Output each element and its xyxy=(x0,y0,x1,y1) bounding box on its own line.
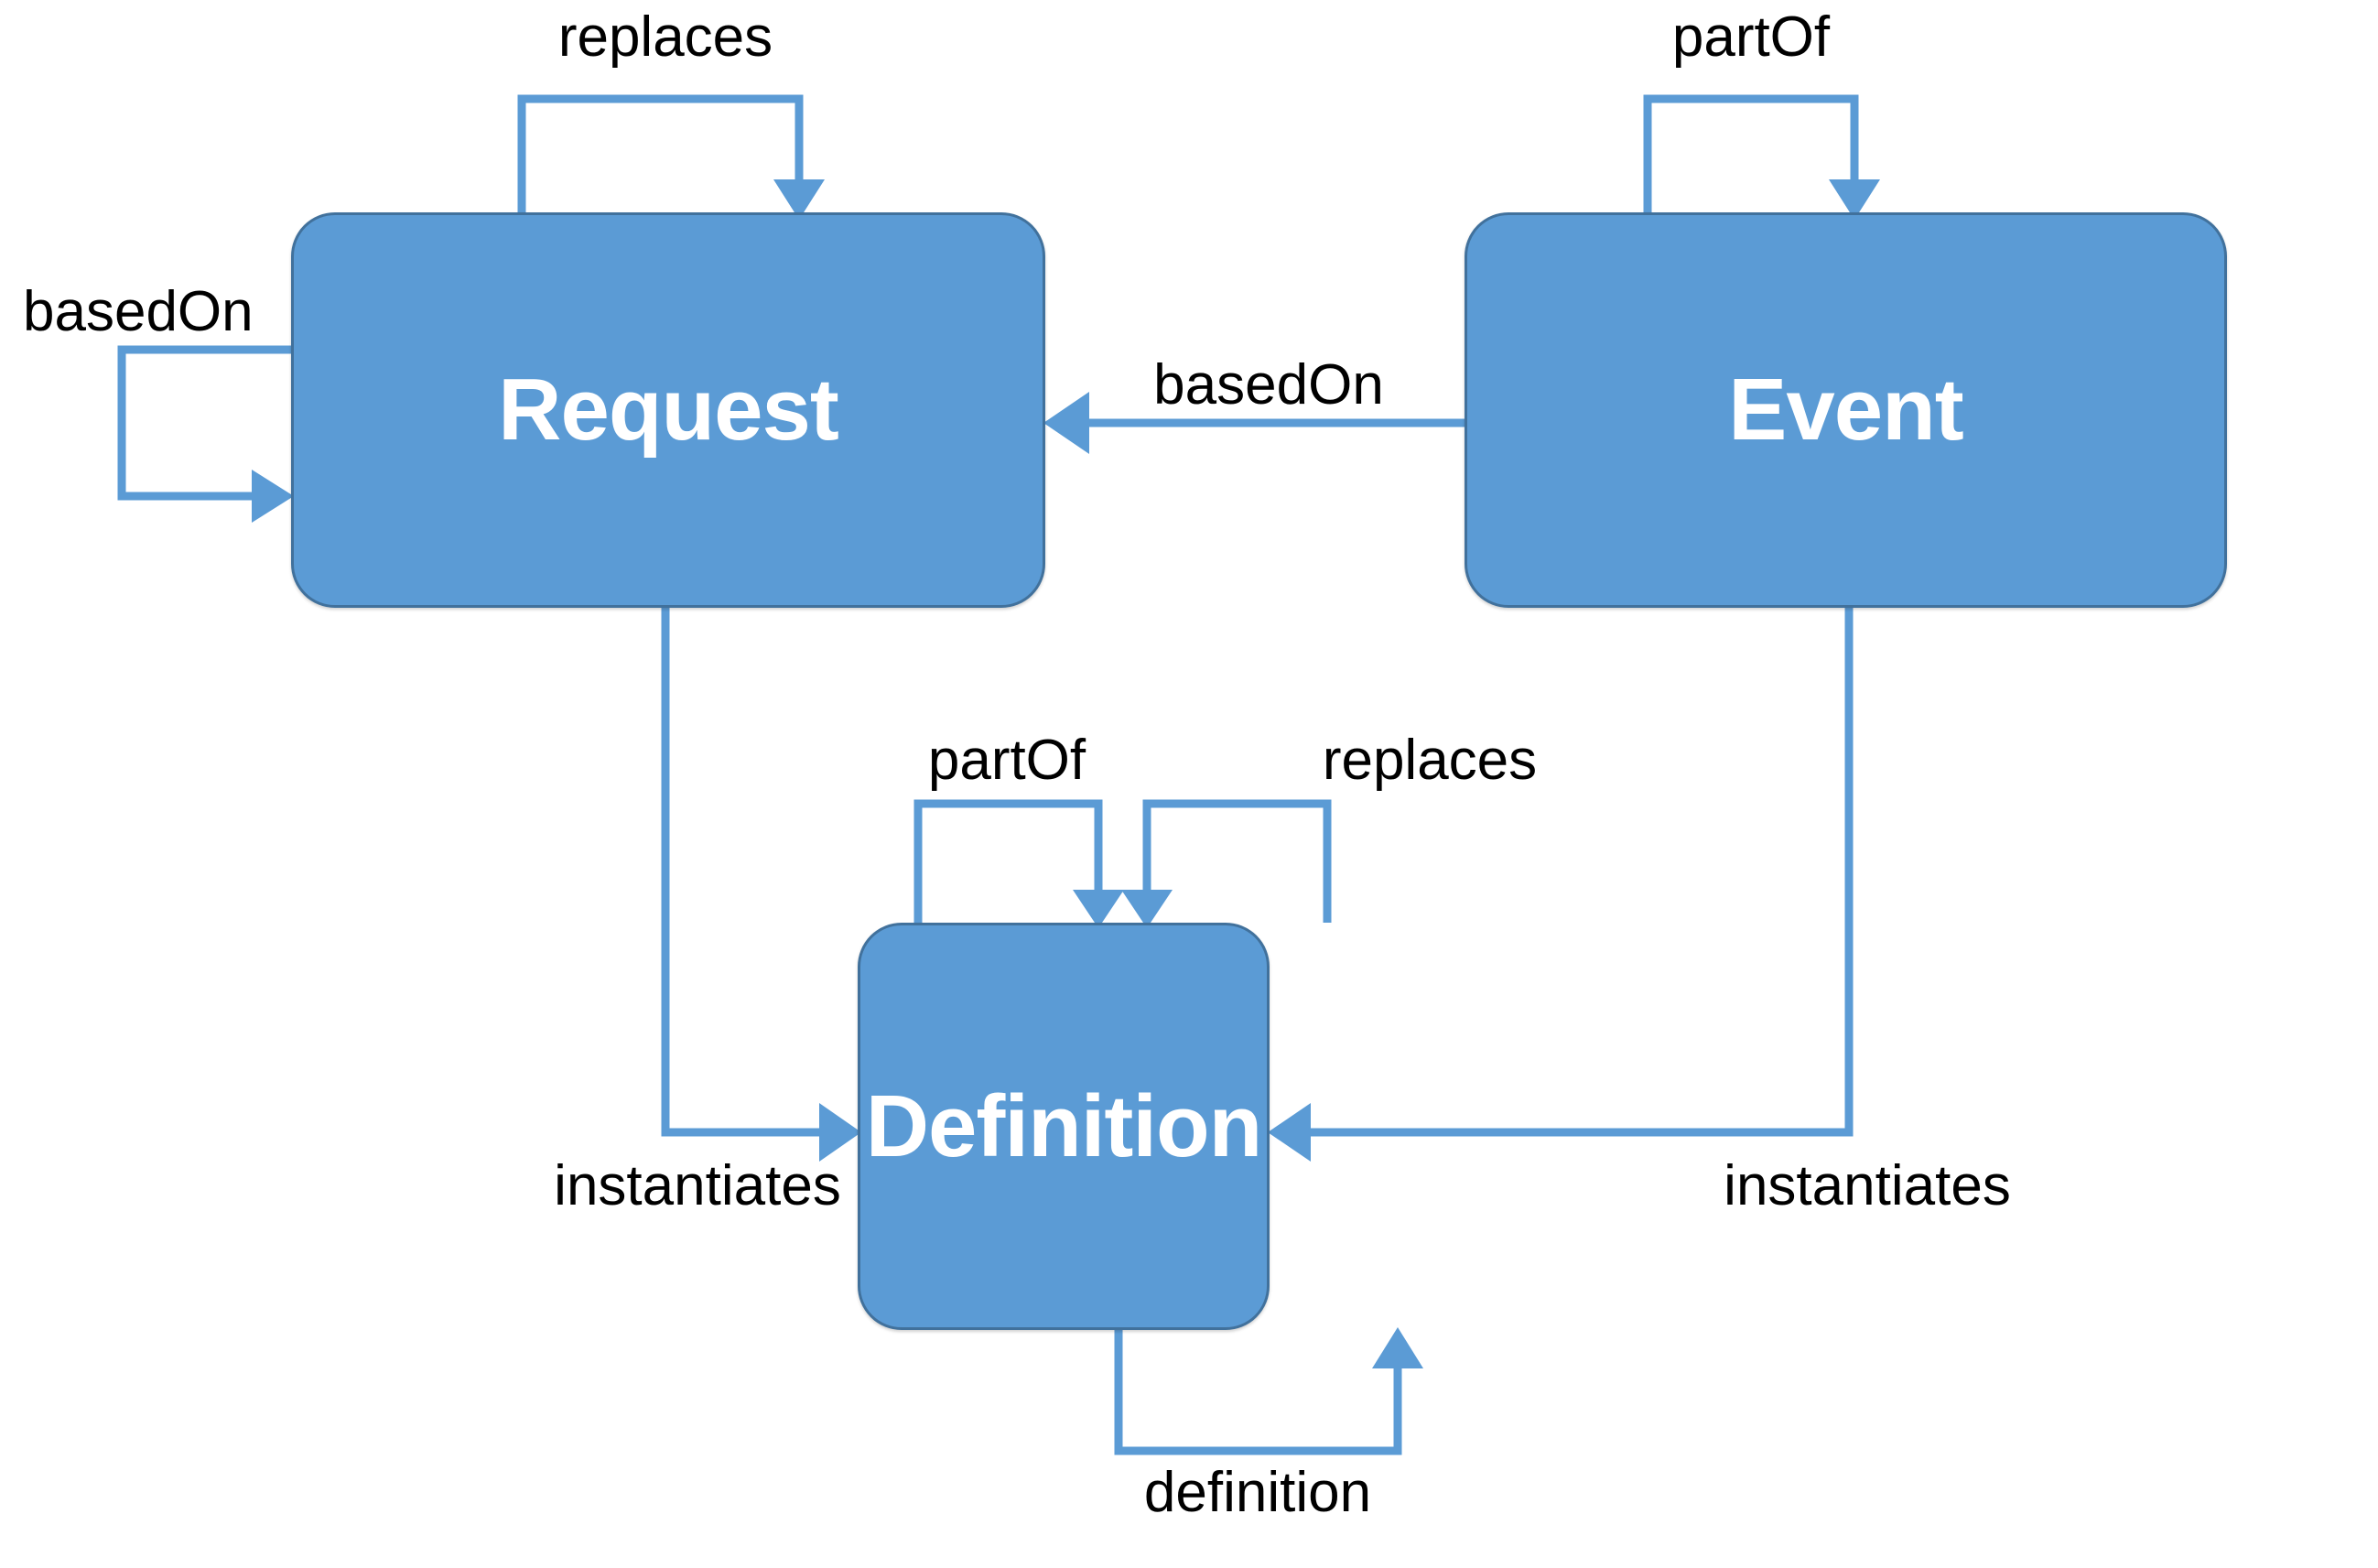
edge-definition-partof xyxy=(913,799,1124,928)
edge-label-request-instantiates: instantiates xyxy=(554,1154,841,1217)
edge-request-replaces xyxy=(517,94,825,220)
edge-label-request-replaces: replaces xyxy=(557,5,773,69)
edge-label-event-instantiates: instantiates xyxy=(1724,1154,2011,1217)
edge-definition-replaces xyxy=(1121,799,1332,928)
edge-label-event-partof: partOf xyxy=(1671,5,1831,69)
edge-event-instantiates xyxy=(1268,608,1854,1162)
node-request[interactable]: Request xyxy=(291,212,1045,608)
node-event-label: Event xyxy=(1728,361,1963,459)
edge-label-definition-partof: partOf xyxy=(927,729,1086,792)
node-definition-label: Definition xyxy=(865,1076,1263,1175)
node-definition[interactable]: Definition xyxy=(858,923,1270,1330)
edge-label-definition-definition: definition xyxy=(1143,1461,1372,1524)
node-request-label: Request xyxy=(498,361,839,459)
edge-label-event-basedon-request: basedOn xyxy=(1153,353,1384,416)
edge-event-partof xyxy=(1643,94,1880,220)
edge-request-instantiates xyxy=(661,608,861,1162)
edge-definition-definition xyxy=(1114,1327,1423,1455)
edge-request-basedon-self xyxy=(117,345,294,523)
edge-label-definition-replaces: replaces xyxy=(1322,729,1538,792)
node-event[interactable]: Event xyxy=(1465,212,2227,608)
edge-label-request-basedon-self: basedOn xyxy=(23,280,254,343)
edge-event-basedon-request xyxy=(1043,392,1465,454)
